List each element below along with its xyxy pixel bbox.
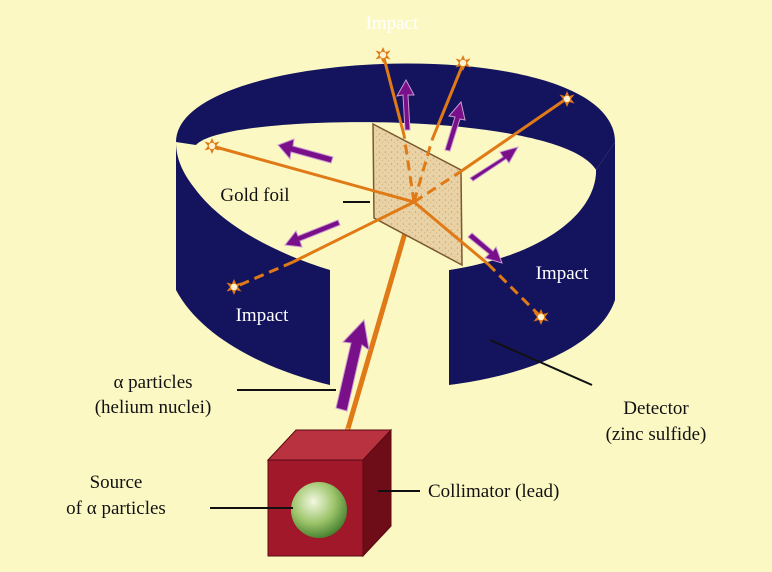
path-up-2-dash bbox=[412, 139, 434, 203]
direction-arrows bbox=[277, 78, 520, 412]
impact-label-right: Impact bbox=[536, 263, 589, 284]
path-right-low bbox=[413, 200, 489, 266]
path-far-left bbox=[211, 144, 415, 204]
pointer-lines bbox=[210, 339, 593, 509]
detector-left-wall bbox=[176, 142, 330, 385]
path-up-1 bbox=[382, 57, 406, 136]
detector-label-line2: (zinc sulfide) bbox=[606, 424, 707, 445]
path-up-1-dash bbox=[402, 134, 416, 203]
impact-label-top: Impact bbox=[366, 13, 419, 34]
alpha-label-line1: α particles bbox=[113, 372, 192, 393]
impact-flash-icon bbox=[375, 47, 391, 63]
path-right-high bbox=[459, 97, 567, 174]
alpha-source-sphere bbox=[291, 482, 347, 538]
alpha-label-line2: (helium nuclei) bbox=[95, 397, 212, 418]
arrow-up-2-icon bbox=[444, 100, 466, 152]
detector-pointer bbox=[489, 339, 593, 386]
arrow-up-1-icon bbox=[396, 78, 415, 131]
arrow-right-low-icon bbox=[467, 232, 503, 264]
collimator-label: Collimator (lead) bbox=[428, 481, 559, 502]
collimator-box bbox=[266, 428, 393, 558]
gold-foil-label: Gold foil bbox=[220, 185, 289, 206]
detector-label-line1: Detector bbox=[623, 398, 689, 419]
path-left-lower bbox=[292, 200, 415, 264]
arrow-left-lower-icon bbox=[284, 219, 341, 248]
source-label-line2: of α particles bbox=[66, 498, 166, 519]
source-label-line1: Source bbox=[90, 472, 143, 493]
arrow-right-high-icon bbox=[469, 146, 520, 182]
path-right-low-dash bbox=[486, 262, 543, 319]
arrow-far-left-icon bbox=[277, 138, 334, 164]
arrow-incoming-icon bbox=[335, 318, 370, 412]
detector-right-wall bbox=[449, 142, 615, 385]
path-right-high-dash bbox=[413, 170, 461, 204]
impact-label-left: Impact bbox=[236, 305, 289, 326]
scattered-paths bbox=[211, 57, 567, 319]
detector-top-rim bbox=[176, 63, 615, 170]
path-up-2 bbox=[430, 63, 465, 141]
path-left-lower-dash bbox=[234, 260, 294, 289]
